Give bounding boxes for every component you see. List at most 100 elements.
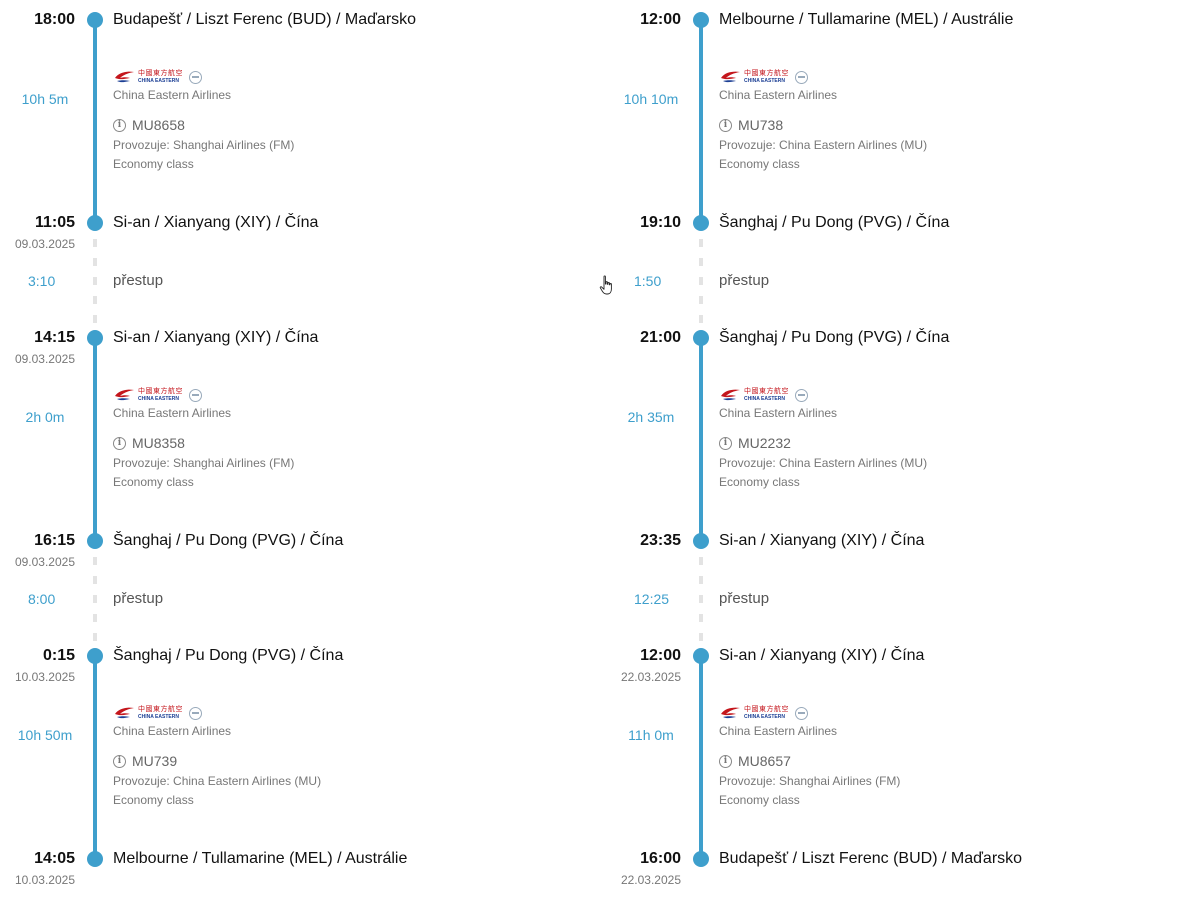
transfer-dash [699,595,703,603]
stop-time: 14:15 [34,329,75,346]
flight-line [699,338,703,541]
airline-name: China Eastern Airlines [719,724,838,738]
stop-place: Budapešť / Liszt Ferenc (BUD) / Maďarsko [719,850,1023,867]
transfer-dash [699,633,703,641]
transfer-label: přestup [113,272,164,289]
stop-place: Melbourne / Tullamarine (MEL) / Austráli… [719,11,1014,28]
flight-number[interactable]: i MU739 [113,752,533,770]
flight-duration: 2h 0m [25,409,65,425]
flight-number-label: MU738 [738,117,784,133]
transfer-dash [699,315,703,323]
info-icon[interactable]: i [719,754,732,768]
airline-wing-icon [115,389,134,401]
flight-duration: 10h 50m [17,727,73,743]
flight-number[interactable]: i MU2232 [719,434,1139,452]
airline-wing-icon [115,707,134,719]
transfer-label: přestup [113,590,164,607]
stop-time: 19:10 [640,214,681,231]
stop-time: 21:00 [640,329,681,346]
cabin-class: Economy class [719,157,800,171]
info-icon[interactable]: i [113,436,126,450]
transfer-dash [93,576,97,584]
stop-place: Si-an / Xianyang (XIY) / Čína [719,532,925,549]
flight-number-label: MU2232 [738,435,791,451]
flight-duration: 11h 0m [628,727,674,743]
stop-date: 22.03.2025 [620,873,681,887]
transfer-dash [93,614,97,622]
flight-operator: Provozuje: Shanghai Airlines (FM) [719,774,901,788]
flight-duration: 10h 10m [623,91,679,107]
airline-emblem-icon [189,706,202,720]
transfer-dash [699,296,703,304]
flight-line [93,338,97,541]
logo-chinese-text: 中國東方航空 [138,70,183,77]
info-icon[interactable]: i [113,754,126,768]
timeline-stop-dot [693,851,709,867]
flight-number-label: MU739 [132,753,178,769]
info-icon[interactable]: i [719,436,732,450]
flight-number[interactable]: i MU8657 [719,752,1139,770]
airline-wing-icon [115,71,134,83]
transfer-dash [699,557,703,565]
info-icon[interactable]: i [113,118,126,132]
flight-line [699,656,703,859]
timeline-stop-dot [87,851,103,867]
flight-number[interactable]: i MU8658 [113,116,533,134]
info-icon[interactable]: i [719,118,732,132]
flight-line [93,20,97,223]
airline-name: China Eastern Airlines [113,406,232,420]
airline-wing-icon [721,707,740,719]
logo-chinese-text: 中國東方航空 [138,706,183,713]
airline-wing-icon [721,389,740,401]
flight-operator: Provozuje: China Eastern Airlines (MU) [113,774,322,788]
flight-operator: Provozuje: Shanghai Airlines (FM) [113,138,295,152]
timeline-stop-dot [693,215,709,231]
stop-time: 16:00 [640,850,681,867]
logo-chinese-text: 中國東方航空 [744,706,789,713]
stop-place: Šanghaj / Pu Dong (PVG) / Čína [113,647,344,664]
stop-time: 16:15 [34,532,75,549]
transfer-dash [93,633,97,641]
stop-place: Šanghaj / Pu Dong (PVG) / Čína [719,214,950,231]
logo-chinese-text: 中國東方航空 [744,388,789,395]
transfer-label: přestup [719,272,770,289]
airline-name: China Eastern Airlines [719,88,838,102]
transfer-dash [93,315,97,323]
logo-english-text: CHINA EASTERN [744,714,785,720]
flight-number-label: MU8657 [738,753,791,769]
stop-time: 12:00 [640,647,681,664]
flight-line [93,656,97,859]
transfer-dash [699,576,703,584]
logo-english-text: CHINA EASTERN [138,78,179,84]
transfer-dash [93,557,97,565]
stop-time: 12:00 [640,11,681,28]
airline-wing-icon [721,71,740,83]
stop-place: Si-an / Xianyang (XIY) / Čína [113,214,319,231]
logo-english-text: CHINA EASTERN [744,396,785,402]
airline-name: China Eastern Airlines [113,724,232,738]
flight-number[interactable]: i MU738 [719,116,1139,134]
transfer-duration: 1:50 [634,273,662,289]
flight-number-label: MU8658 [132,117,185,133]
stop-date: 09.03.2025 [14,555,75,569]
stop-time: 18:00 [34,11,75,28]
airline-name: China Eastern Airlines [719,406,838,420]
airline-emblem-icon [795,706,808,720]
hand-cursor-icon [599,275,612,295]
stop-place: Šanghaj / Pu Dong (PVG) / Čína [719,329,950,346]
journey-column: 12:00 Melbourne / Tullamarine (MEL) / Aus… [606,0,1200,900]
flight-operator: Provozuje: China Eastern Airlines (MU) [719,138,928,152]
logo-chinese-text: 中國東方航空 [744,70,789,77]
transfer-dash [93,277,97,285]
transfer-dash [699,258,703,266]
stop-time: 23:35 [640,532,681,549]
